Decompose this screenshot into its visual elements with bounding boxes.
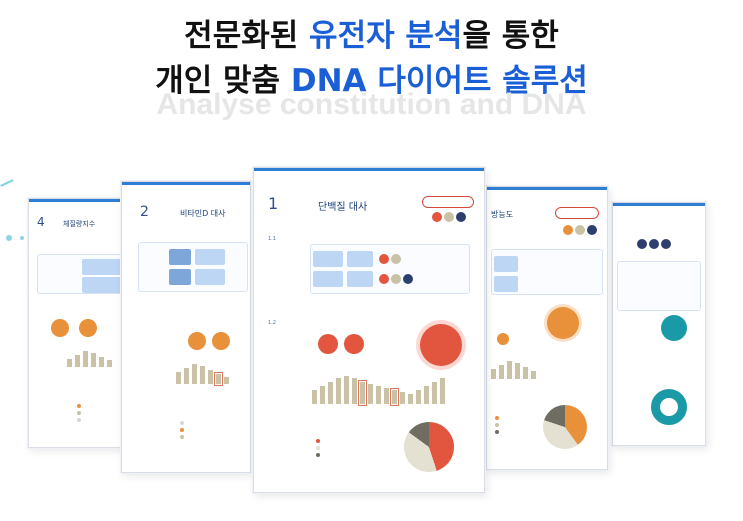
section-number: 1 bbox=[268, 194, 279, 213]
legend bbox=[77, 403, 83, 424]
genotype-dots bbox=[563, 225, 597, 235]
result-panel bbox=[138, 242, 248, 292]
distribution-bars bbox=[491, 359, 536, 379]
decor-dot bbox=[20, 236, 24, 240]
report-page-right: 방능도 bbox=[486, 186, 608, 470]
headline-1-plain: 전문화된 bbox=[184, 18, 310, 54]
report-page-center: 1 단백질 대사 1.1 1.2 bbox=[253, 167, 485, 493]
section-title: 체질량지수 bbox=[63, 220, 96, 228]
report-page-far-right bbox=[612, 202, 706, 446]
genotype-circle bbox=[212, 332, 230, 350]
result-panel bbox=[491, 249, 603, 295]
genotype-circle bbox=[344, 334, 364, 354]
headline-1-accent: 유전자 분석 bbox=[309, 18, 463, 54]
donut-chart bbox=[543, 405, 587, 449]
distribution-bars bbox=[312, 372, 445, 406]
result-badge bbox=[555, 207, 599, 219]
result-badge bbox=[422, 196, 474, 208]
teal-donut bbox=[651, 389, 687, 425]
section-number: 2 bbox=[140, 204, 149, 220]
subsection-number: 1.1 bbox=[268, 236, 276, 242]
section-title: 비타민D 대사 bbox=[180, 209, 226, 218]
score-circle bbox=[547, 307, 579, 339]
genotype-circle bbox=[51, 319, 69, 337]
decor-line bbox=[0, 179, 14, 187]
teal-score-circle bbox=[661, 315, 687, 341]
score-circle bbox=[420, 324, 462, 366]
headline-1-tail: 을 통한 bbox=[462, 18, 559, 54]
distribution-bars bbox=[176, 364, 229, 386]
report-page-left: 2 비타민D 대사 bbox=[121, 181, 251, 473]
genotype-circle bbox=[188, 332, 206, 350]
distribution-bars bbox=[67, 347, 112, 367]
legend bbox=[495, 415, 501, 436]
result-panel bbox=[617, 261, 701, 311]
decor-dot bbox=[6, 235, 12, 241]
legend bbox=[316, 438, 322, 459]
donut-chart bbox=[404, 422, 454, 472]
section-title: 방능도 bbox=[491, 210, 514, 219]
result-panel bbox=[37, 254, 125, 294]
headline-2-plain: 개인 맞춤 bbox=[155, 63, 291, 99]
report-page-far-left: 4 체질량지수 bbox=[28, 198, 128, 448]
genotype-circle bbox=[497, 333, 509, 345]
genotype-dots bbox=[432, 212, 466, 222]
legend bbox=[180, 420, 186, 441]
headline-2-accent: DNA 다이어트 솔루션 bbox=[290, 63, 588, 99]
subsection-number: 1.2 bbox=[268, 320, 276, 326]
genotype-circle bbox=[79, 319, 97, 337]
section-number: 4 bbox=[37, 215, 45, 229]
section-title: 단백질 대사 bbox=[318, 202, 368, 213]
genotype-circle bbox=[318, 334, 338, 354]
result-panel bbox=[310, 244, 470, 294]
genotype-dots bbox=[637, 239, 671, 249]
watermark-text: Analyse constitution and DNA bbox=[156, 88, 587, 121]
headline-line-1: 전문화된 유전자 분석을 통한 bbox=[0, 10, 743, 55]
headline-line-2: 개인 맞춤 DNA 다이어트 솔루션 bbox=[0, 55, 743, 100]
